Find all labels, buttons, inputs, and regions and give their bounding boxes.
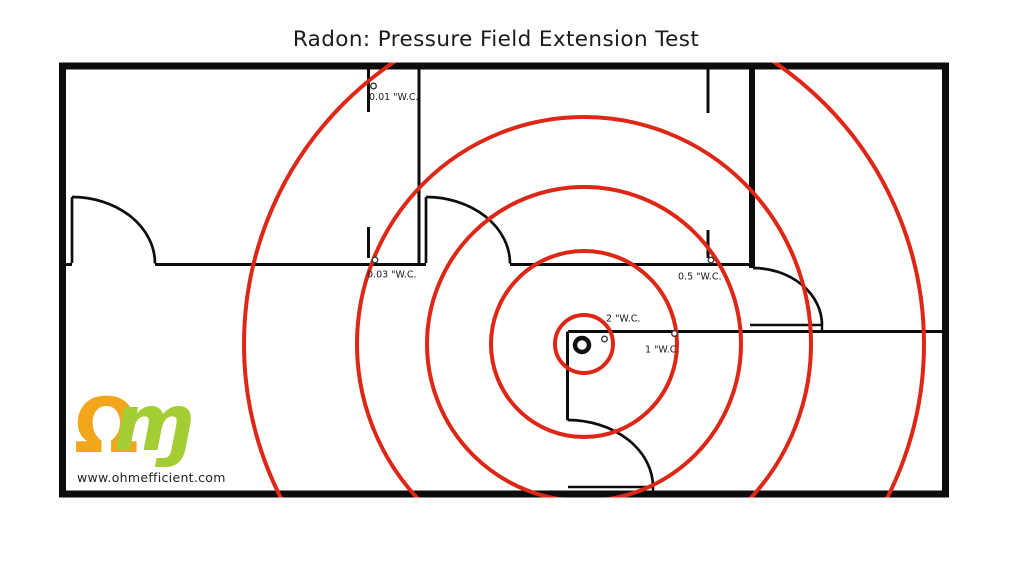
- page-title: Radon: Pressure Field Extension Test: [293, 27, 699, 52]
- pressure-ring: [553, 313, 615, 375]
- pressure-label: 0.5 "W.C.: [678, 272, 721, 283]
- test-hole-marker: [371, 256, 379, 264]
- pressure-label: 0.03 "W.C.: [367, 270, 417, 281]
- walls: [59, 62, 949, 498]
- door-swing: [567, 418, 655, 488]
- door-swing: [425, 195, 512, 264]
- pressure-label: 1 "W.C.: [645, 345, 679, 356]
- logo-m-glyph: ɱ: [112, 379, 194, 469]
- door-swing: [71, 195, 157, 264]
- test-hole-markers: [370, 82, 715, 343]
- door-swing: [752, 266, 824, 326]
- outer-wall: [59, 62, 949, 498]
- pressure-ring: [355, 115, 813, 498]
- pressure-label: 2 "W.C.: [606, 314, 640, 325]
- logo: Ω ɱ www.ohmefficient.com: [74, 379, 226, 485]
- pressure-ring: [425, 185, 743, 498]
- pressure-label: 0.01 "W.C.: [369, 92, 419, 103]
- pressure-ring: [489, 249, 679, 439]
- test-hole-marker: [707, 256, 715, 264]
- logo-omega-glyph: Ω: [74, 381, 139, 470]
- suction-point: [572, 335, 592, 355]
- doors: [70, 195, 824, 488]
- pressure-rings: [242, 62, 926, 498]
- pressure-ring: [242, 62, 926, 498]
- test-hole-marker: [671, 330, 678, 337]
- test-hole-marker: [370, 82, 377, 90]
- test-hole-marker: [601, 335, 608, 343]
- pressure-labels: 0.01 "W.C. 0.03 "W.C. 0.5 "W.C. 1 "W.C. …: [367, 92, 721, 356]
- logo-url: www.ohmefficient.com: [77, 470, 226, 485]
